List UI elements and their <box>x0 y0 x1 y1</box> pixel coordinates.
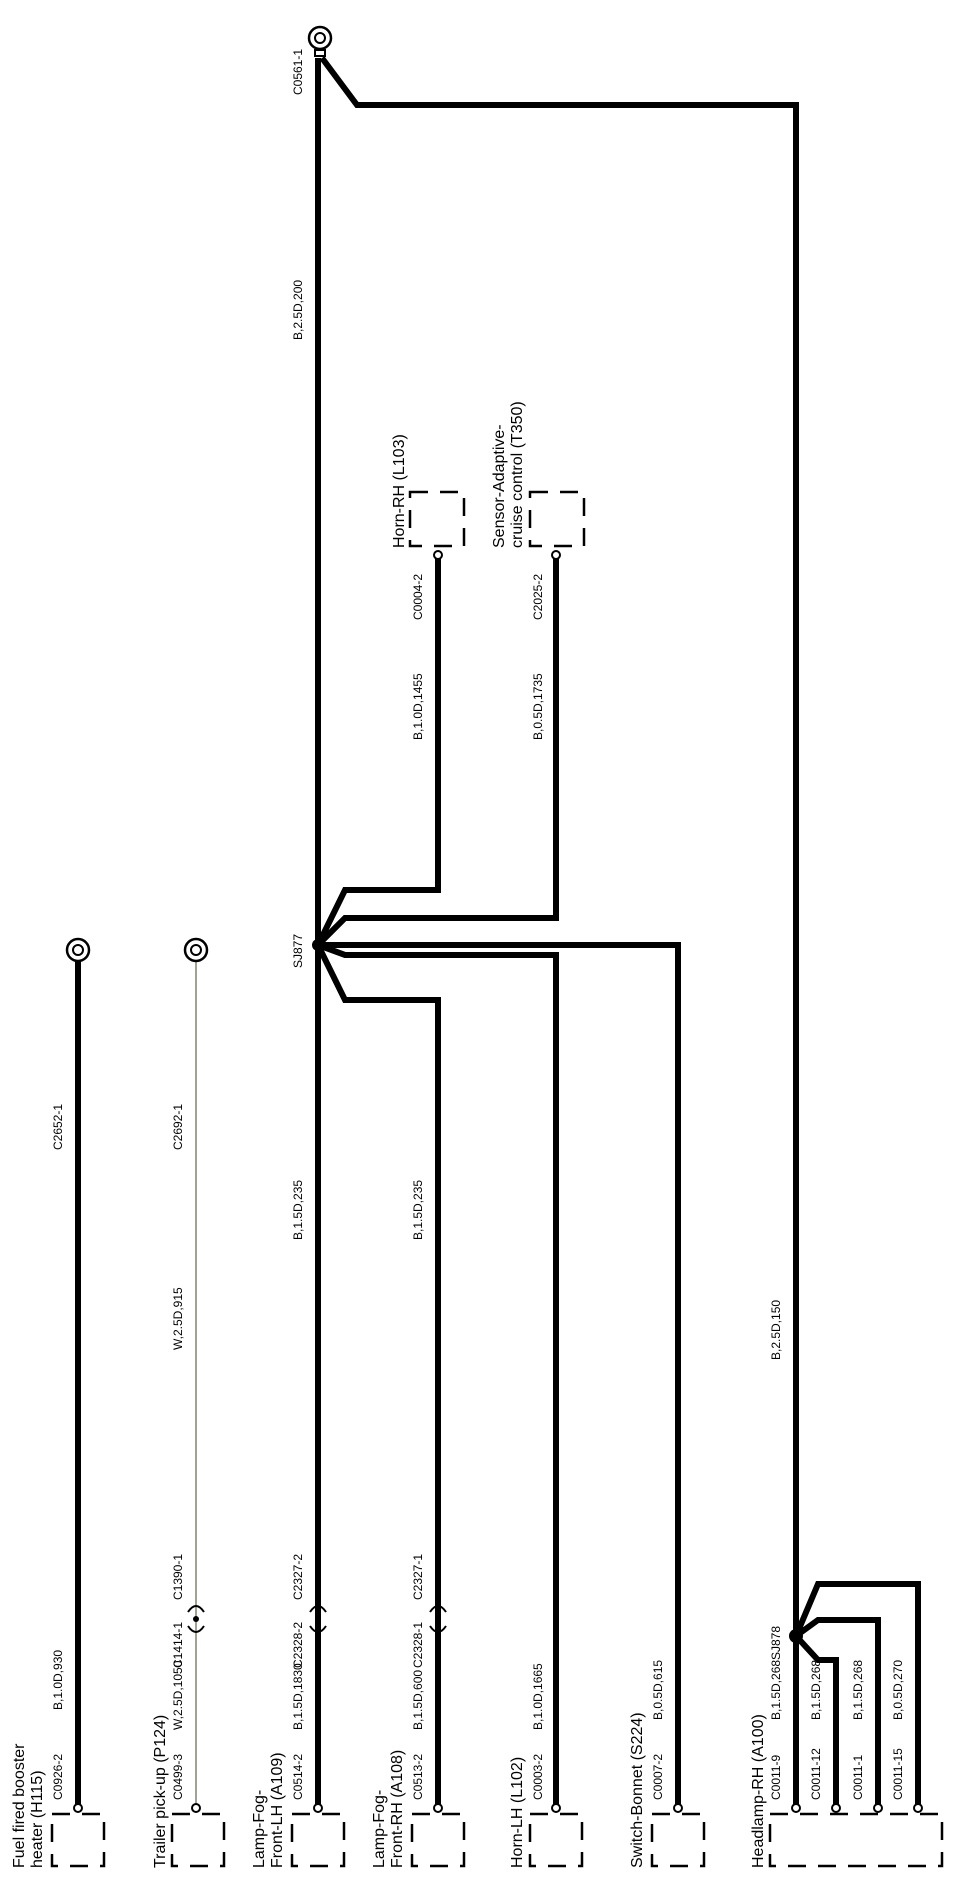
component-name-t350-line2: cruise control (T350) <box>509 401 526 548</box>
connector-label: C0011-15 <box>891 1748 905 1800</box>
wire-l103 <box>315 555 441 947</box>
connector-label: C2652-1 <box>51 1104 65 1150</box>
connector-label: C1414-1 <box>171 1622 185 1668</box>
component-name-l102: Horn-LH (L102) <box>509 1757 526 1868</box>
wire-label: B,1.5D,268 <box>851 1660 865 1720</box>
connector-label: C0011-9 <box>769 1755 783 1800</box>
wire-label: B,1.5D,1830 <box>291 1663 305 1730</box>
splice-sj877-dot <box>312 939 324 951</box>
splice-label-sj877: SJ877 <box>291 934 305 968</box>
wire-label: B,0.5D,615 <box>651 1660 665 1720</box>
wire-label: B,1.5D,268 <box>809 1660 823 1720</box>
wire-label: B,1.0D,1665 <box>531 1663 545 1730</box>
wire-label: B,1.5D,600 <box>411 1670 425 1730</box>
connector-label: C2025-2 <box>531 574 545 620</box>
wire-a108 <box>315 943 441 1808</box>
wire-label: B,1.0D,930 <box>51 1650 65 1710</box>
connector-label: C0011-1 <box>851 1755 865 1800</box>
eyelet-c2692-1-icon <box>183 937 209 963</box>
connector-label: C0561-1 <box>291 49 305 95</box>
component-name-a109-line1: Lamp-Fog- <box>251 1790 268 1868</box>
eyelet-c0561-1-icon <box>307 25 333 57</box>
wire-label: B,2.5D,150 <box>769 1300 783 1360</box>
component-name-t350-line1: Sensor-Adaptive- <box>491 424 508 548</box>
component-box-a109 <box>290 1812 346 1868</box>
component-name-a100: Headlamp-RH (A100) <box>750 1714 767 1868</box>
component-name-a108-line2: Front-RH (A108) <box>389 1750 406 1868</box>
connector-label: C1390-1 <box>171 1554 185 1600</box>
component-box-a108 <box>410 1812 466 1868</box>
component-box-h115 <box>50 1812 106 1868</box>
component-name-h115-line1: Fuel fired booster <box>11 1743 28 1868</box>
wire-a100-1 <box>794 1617 881 1808</box>
connector-label: C2692-1 <box>171 1104 185 1150</box>
wire-label: W,2.5D,915 <box>171 1287 185 1350</box>
wire-label: B,0.5D,1735 <box>531 673 545 740</box>
wire-label: B,1.5D,268 <box>769 1660 783 1720</box>
wire-label: B,1.5D,235 <box>291 1180 305 1240</box>
component-name-h115-line2: heater (H115) <box>29 1770 46 1868</box>
splice-label-sj878: SJ878 <box>769 1626 783 1660</box>
wire-label: B,0.5D,270 <box>891 1660 905 1720</box>
component-name-p124: Trailer pick-up (P124) <box>152 1715 169 1868</box>
connector-label: C2327-1 <box>411 1554 425 1600</box>
connector-label: C2328-2 <box>291 1622 305 1668</box>
connector-label: C0004-2 <box>411 574 425 620</box>
wire-t350 <box>315 555 559 948</box>
component-box-a100 <box>768 1812 944 1868</box>
component-box-l103 <box>408 490 466 548</box>
connector-label: C0011-12 <box>809 1748 823 1800</box>
splice-sj878-dot <box>789 1629 803 1643</box>
connector-label: C0926-2 <box>51 1754 65 1800</box>
component-box-s224 <box>650 1812 706 1868</box>
connector-label: C0003-2 <box>531 1754 545 1800</box>
component-box-l102 <box>528 1812 584 1868</box>
component-name-l103: Horn-RH (L103) <box>391 434 408 548</box>
inline-connector-c2328-2-c2327-2 <box>309 1605 327 1633</box>
component-name-a109-line2: Front-LH (A109) <box>269 1752 286 1868</box>
connector-label: C2328-1 <box>411 1622 425 1668</box>
wire-a100-main <box>319 56 799 1808</box>
component-name-a108-line1: Lamp-Fog- <box>371 1790 388 1868</box>
connector-label: C0513-2 <box>411 1754 425 1800</box>
eyelet-c2652-1-icon <box>65 937 91 963</box>
component-box-p124 <box>170 1812 226 1868</box>
connector-label: C0514-2 <box>291 1754 305 1800</box>
component-name-s224: Switch-Bonnet (S224) <box>629 1712 646 1868</box>
wire-a100-12 <box>793 1633 839 1808</box>
wire-a100-15 <box>793 1581 921 1808</box>
component-box-t350 <box>528 490 586 548</box>
wire-label: B,1.0D,1455 <box>411 673 425 740</box>
connector-label: C0499-3 <box>171 1754 185 1800</box>
wire-label: B,2.5D,200 <box>291 280 305 340</box>
inline-connector-c2328-1-c2327-1 <box>429 1605 447 1633</box>
wire-label: B,1.5D,235 <box>411 1180 425 1240</box>
wire-l102 <box>316 942 559 1808</box>
terminal-pins <box>73 550 923 1813</box>
wire-label: W,2.5D,1050 <box>171 1660 185 1730</box>
wire-s224 <box>318 942 681 1808</box>
connector-label: C0007-2 <box>651 1754 665 1800</box>
connector-label: C2327-2 <box>291 1554 305 1600</box>
inline-connector-c1414-c1390 <box>187 1605 205 1633</box>
